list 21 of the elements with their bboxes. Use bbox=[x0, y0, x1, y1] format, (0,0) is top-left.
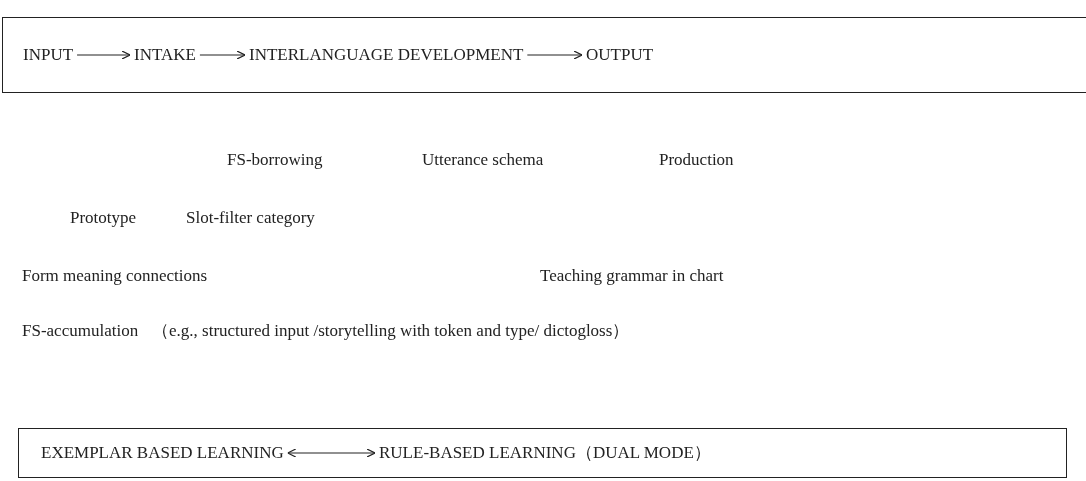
stage-text: INTERLANGUAGE DEVELOPMENT bbox=[249, 45, 524, 65]
term-label: Utterance schema bbox=[422, 150, 544, 170]
band-box bbox=[2, 17, 1086, 93]
term-label: FS-borrowing bbox=[227, 150, 323, 170]
stage-text: OUTPUT bbox=[586, 45, 654, 65]
stage-text: RULE-BASED LEARNING（DUAL MODE） bbox=[379, 443, 711, 463]
arrow bbox=[199, 50, 246, 60]
term-label: Prototype bbox=[70, 208, 137, 228]
arrow bbox=[76, 50, 131, 60]
term-label: FS-accumulation bbox=[22, 321, 139, 341]
term-label: Form meaning connections bbox=[22, 266, 208, 286]
stage-text: INPUT bbox=[23, 45, 74, 65]
arrow bbox=[287, 448, 376, 458]
term-label: Production bbox=[659, 150, 734, 170]
term-label: （e.g., structured input /storytelling with token and type/ dictogloss） bbox=[152, 321, 630, 341]
stage-text: INTAKE bbox=[134, 45, 196, 65]
arrow bbox=[526, 50, 583, 60]
term-label: Slot-filter category bbox=[186, 208, 315, 228]
band-box bbox=[18, 428, 1067, 478]
term-label: Teaching grammar in chart bbox=[540, 266, 724, 286]
stage-text: EXEMPLAR BASED LEARNING bbox=[41, 443, 284, 463]
